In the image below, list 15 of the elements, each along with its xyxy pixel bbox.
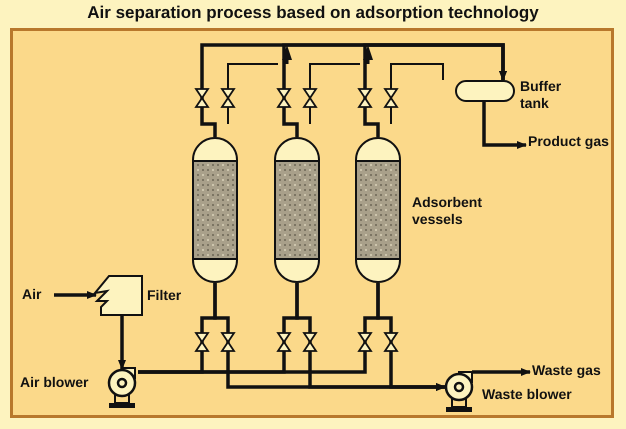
stream-label: Waste gas — [532, 362, 601, 379]
stream-label: Product gas — [528, 133, 609, 150]
equipment-label: Waste blower — [482, 386, 573, 403]
pipe-arrow — [472, 368, 531, 376]
equipment-label: Filter — [147, 287, 182, 304]
vessel-label: Adsorbent vessels — [412, 194, 483, 228]
diagram-title: Air separation process based on adsorption technology — [86, 3, 540, 23]
stream-label: Air — [22, 286, 42, 303]
pipe-arrow — [482, 102, 527, 149]
pipe-arrow — [376, 283, 446, 391]
pipe-arrow — [54, 291, 97, 299]
pipe-arrow — [118, 316, 126, 370]
equipment-label: Buffer tank — [520, 78, 562, 112]
equipment-label: Air blower — [20, 374, 90, 391]
pipe-arrow — [363, 43, 507, 137]
